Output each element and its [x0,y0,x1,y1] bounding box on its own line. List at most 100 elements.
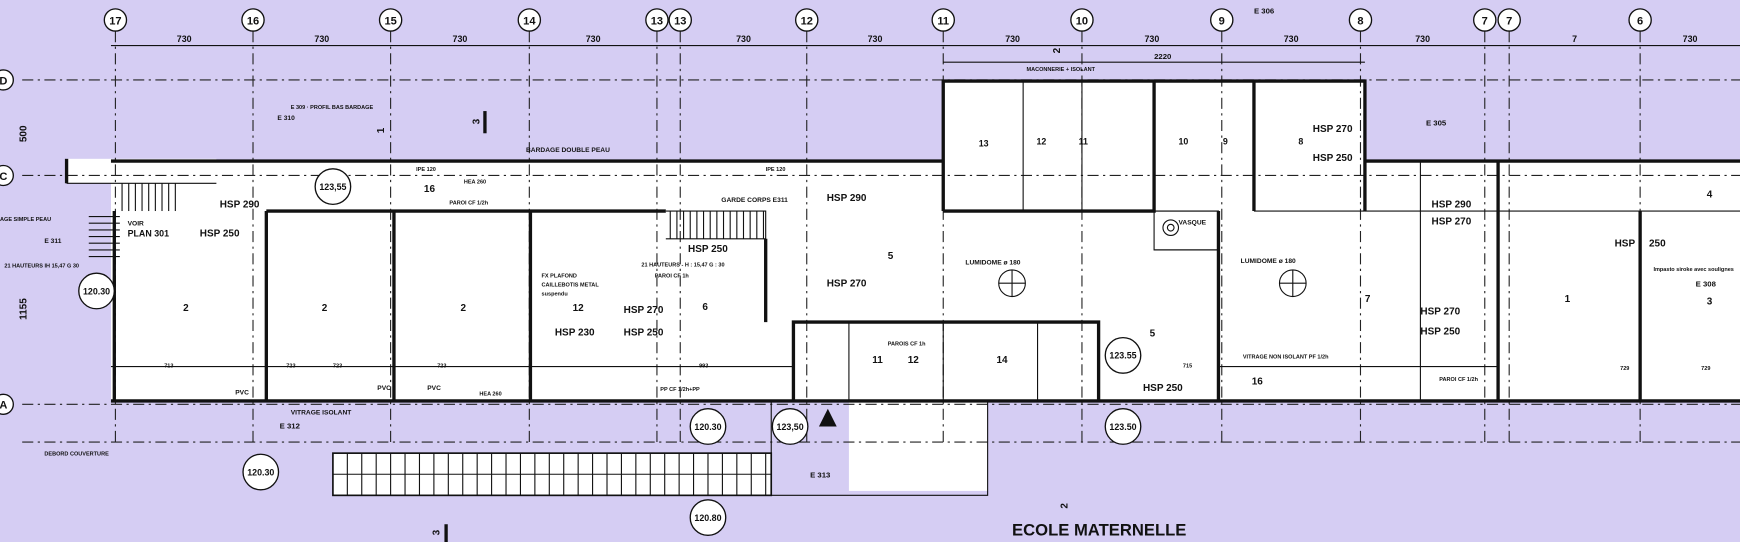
plan-label: 715 [1183,364,1192,370]
plan-label: 729 [1701,366,1710,372]
plan-label: HSP [1615,239,1636,250]
plan-label: HSP 250 [1313,153,1353,164]
plan-label: CAILLEBOTIS METAL [542,283,600,289]
plan-label: 3 [1707,296,1713,307]
plan-label: 729 [1620,366,1629,372]
plan-label: LUMIDOME ø 180 [1241,258,1296,265]
grid-axis-bubble: 17 [103,8,128,32]
plan-label: HEA 260 [479,391,501,397]
plan-label: HSP 250 [1143,383,1183,394]
svg-text:123,55: 123,55 [319,182,346,192]
plan-label: 11 [872,355,883,366]
plan-label: AGE SIMPLE PEAU [0,217,51,223]
plan-label: E 313 [810,471,831,480]
plan-label: 2 [322,303,328,314]
plan-label: 5 [888,251,894,262]
svg-text:7: 7 [1506,15,1512,27]
plan-label: IPE 120 [416,167,436,173]
elevation-marker: 123,50 [771,408,809,445]
plan-label: 723 [286,364,295,370]
grid-axis-bubble: 15 [378,8,403,32]
grid-axis-bubble: 12 [794,8,819,32]
row-axis-bubble: C [0,164,14,187]
svg-text:14: 14 [523,15,536,27]
svg-text:2: 2 [1060,503,1071,509]
grid-spacing-dimension: 730 [736,34,751,44]
drawing-title: ECOLE MATERNELLE [1012,520,1186,539]
plan-label: 10 [1178,136,1188,146]
plan-label: 993 [699,364,708,370]
plan-label: PVC [235,389,249,396]
plan-label: E 310 [277,115,295,122]
building-footprint [66,81,1740,491]
plan-label: 16 [1252,376,1264,387]
grid-axis-bubble: 7 [1497,8,1521,32]
plan-label: 21 HAUTEURS - H : 15,47 G : 30 [641,263,724,269]
plan-label: VITRAGE ISOLANT [291,409,352,416]
elevation-marker: 120.80 [689,499,727,537]
svg-text:8: 8 [1357,15,1363,27]
elevation-marker: 120.30 [689,408,727,445]
plan-label: 723 [333,364,342,370]
grid-axis-bubble: 16 [241,8,265,32]
elevation-marker: 123.55 [1104,336,1142,374]
plan-label: HSP 270 [1432,216,1472,227]
skylight-icon [998,269,1026,298]
plan-label: PAROI CF 1/2h [1439,377,1478,383]
row-axis-bubble: D [0,69,14,91]
grid-spacing-dimension: 7 [1572,34,1577,44]
plan-label: VASQUE [1178,219,1206,226]
plan-label: PAROI CF 1h [655,274,690,280]
plan-label: 5 [1150,329,1156,340]
grid-spacing-dimension: 730 [1284,34,1299,44]
plan-label: PLAN 301 [128,229,169,239]
svg-text:12: 12 [801,15,813,27]
plan-label: 12 [573,303,585,314]
plan-label: PP CF 1/2h+PP [660,387,700,393]
svg-text:11: 11 [937,15,949,27]
grid-spacing-dimension: 730 [1415,34,1430,44]
plan-label: HSP 290 [1432,200,1472,211]
svg-text:120.80: 120.80 [694,513,721,523]
grid-spacing-dimension: 730 [586,34,601,44]
plan-label: 500 [19,125,30,142]
svg-text:123.50: 123.50 [1109,422,1136,432]
svg-text:3: 3 [471,118,482,124]
plan-label: HSP 250 [200,229,240,240]
overall-dimension: 2220 [1154,52,1171,61]
plan-label: PAROIS CF 1h [888,341,926,347]
plan-label: FX PLAFOND [542,274,577,280]
grid-axis-bubble: 11 [931,8,956,32]
grid-axis-bubble: 7 [1473,8,1497,32]
plan-label: MACONNERIE + ISOLANT [1026,67,1095,73]
plan-label: E 306 [1254,6,1275,15]
grid-spacing-dimension: 730 [1683,34,1698,44]
plan-label: HSP 250 [688,244,728,255]
plan-label: 9 [1223,136,1228,146]
plan-label: DEBORD COUVERTURE [44,451,109,457]
row-axis-bubble: A [0,393,14,415]
elevation-marker: 123,55 [314,168,352,206]
plan-label: LUMIDOME ø 180 [965,259,1020,266]
plan-label: HSP 250 [1420,326,1460,337]
svg-text:A: A [0,400,7,412]
elevation-marker: 123.50 [1104,408,1142,445]
svg-text:16: 16 [247,15,259,27]
grid-spacing-dimension: 730 [453,34,468,44]
plan-label: IPE 120 [766,167,786,173]
plan-label: GARDE CORPS E311 [721,197,788,204]
plan-label: PVC [427,385,441,392]
plan-label: E 309 · PROFIL BAS BARDAGE [291,105,374,111]
grid-axis-bubble: 13 [645,8,669,32]
plan-label: HEA 260 [464,179,486,185]
plan-label: 713 [164,364,173,370]
svg-text:7: 7 [1482,15,1488,27]
plan-label: HSP 270 [1420,306,1460,317]
svg-text:123,50: 123,50 [777,422,804,432]
plan-label: HSP 290 [827,193,867,204]
svg-text:120.30: 120.30 [694,422,721,432]
plan-label: E 312 [280,422,301,431]
plan-label: HSP 270 [624,305,664,316]
plan-label: Impasto siroke avec soulignes [1653,267,1733,273]
